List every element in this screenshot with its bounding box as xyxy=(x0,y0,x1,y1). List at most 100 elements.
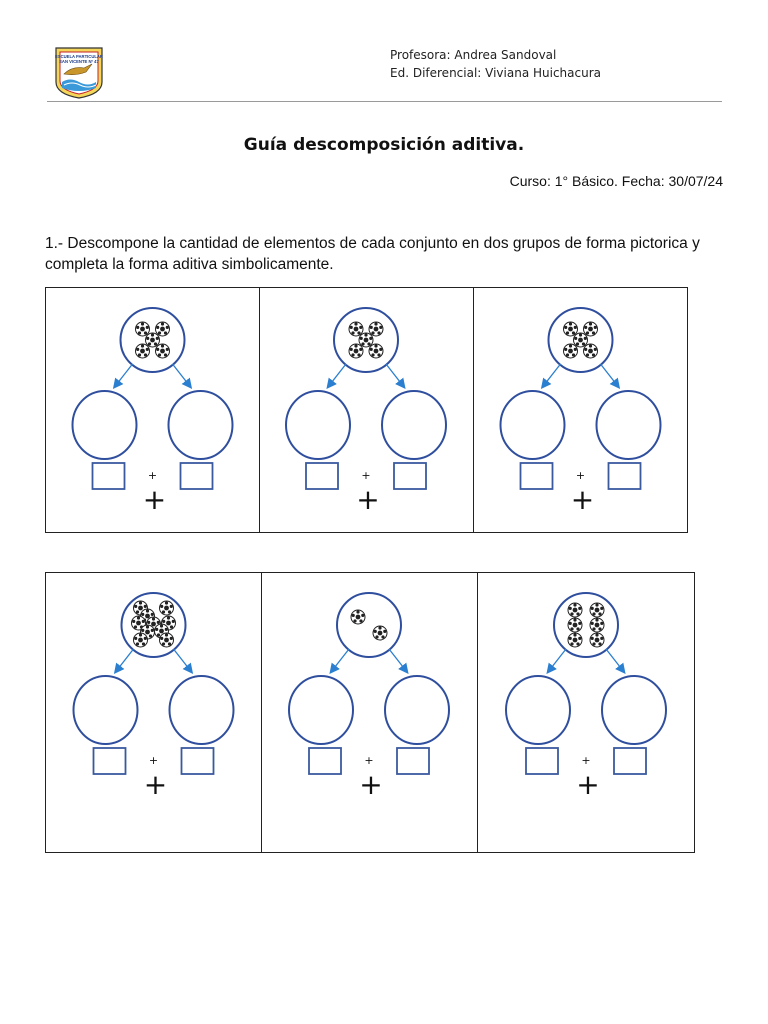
part-circle-right[interactable] xyxy=(168,675,235,745)
addend-box-right[interactable] xyxy=(393,462,428,490)
plus-sign-small: + xyxy=(148,469,157,482)
logo-line-1: ESCUELA PARTICULAR xyxy=(55,54,103,59)
plus-sign-large: + xyxy=(144,768,167,801)
soccer-ball-icon xyxy=(589,632,605,648)
part-circle-left[interactable] xyxy=(285,390,352,460)
addend-box-right[interactable] xyxy=(180,747,215,775)
special-ed-teacher: Ed. Diferencial: Viviana Huichacura xyxy=(390,66,601,80)
addend-box-right[interactable] xyxy=(612,747,647,775)
plus-sign-large: + xyxy=(570,483,593,516)
part-circle-right[interactable] xyxy=(167,390,234,460)
soccer-ball-icon xyxy=(567,632,583,648)
soccer-ball-icon xyxy=(582,321,598,337)
course-date: Curso: 1° Básico. Fecha: 30/07/24 xyxy=(509,173,723,189)
ball-set xyxy=(135,321,170,359)
soccer-ball-icon xyxy=(155,343,170,359)
exercise-cell: ++ xyxy=(474,288,687,532)
soccer-ball-icon xyxy=(572,332,588,348)
soccer-ball-icon xyxy=(131,615,146,631)
header-divider xyxy=(47,101,722,102)
plus-sign-large: + xyxy=(357,483,380,516)
ball-set xyxy=(348,321,384,359)
header-info: Profesora: Andrea Sandoval Ed. Diferenci… xyxy=(390,46,601,82)
decomposition-diagram: ++ xyxy=(71,307,234,516)
soccer-ball-icon xyxy=(368,321,384,337)
part-circle-left[interactable] xyxy=(504,675,571,745)
soccer-ball-icon xyxy=(589,617,605,633)
soccer-ball-icon xyxy=(159,632,174,648)
soccer-ball-icon xyxy=(135,321,150,337)
addend-box-left[interactable] xyxy=(92,747,127,775)
addend-box-left[interactable] xyxy=(305,462,340,490)
part-circle-left[interactable] xyxy=(499,390,566,460)
part-circle-left[interactable] xyxy=(288,675,355,745)
arrow-left xyxy=(113,648,135,675)
arrow-left xyxy=(326,363,347,390)
soccer-ball-icon xyxy=(567,617,583,633)
ball-set xyxy=(562,321,598,359)
plus-sign-large: + xyxy=(143,483,166,516)
exercise-cell: ++ xyxy=(478,573,694,852)
logo-line-2: SAN VICENTE Nº 47 xyxy=(59,59,99,64)
addend-box-left[interactable] xyxy=(519,462,554,490)
part-circle-left[interactable] xyxy=(71,390,138,460)
decomposition-diagram: ++ xyxy=(288,592,451,801)
exercise-table-row-2: ++ ++ ++ xyxy=(45,572,695,853)
soccer-ball-icon xyxy=(159,600,174,616)
soccer-ball-icon xyxy=(368,343,384,359)
soccer-ball-icon xyxy=(562,343,578,359)
addend-box-right[interactable] xyxy=(607,462,642,490)
soccer-ball-icon xyxy=(567,602,583,618)
school-crest-icon: ESCUELA PARTICULAR SAN VICENTE Nº 47 xyxy=(55,47,103,99)
teacher-name: Profesora: Andrea Sandoval xyxy=(390,48,557,62)
part-circle-right[interactable] xyxy=(595,390,662,460)
soccer-ball-icon xyxy=(589,602,605,618)
exercise-cell: ++ xyxy=(262,573,478,852)
part-circle-right[interactable] xyxy=(381,390,448,460)
plus-sign-small: + xyxy=(365,754,374,767)
plus-sign-large: + xyxy=(360,768,383,801)
arrow-right xyxy=(171,363,193,390)
instruction-text: 1.- Descompone la cantidad de elementos … xyxy=(45,235,700,273)
soccer-ball-icon xyxy=(145,332,160,348)
addend-box-left[interactable] xyxy=(524,747,559,775)
plus-sign-small: + xyxy=(576,469,585,482)
soccer-ball-icon xyxy=(358,332,374,348)
arrow-right xyxy=(385,363,406,390)
exercise-table-row-1: ++ ++ ++ xyxy=(45,287,688,533)
arrow-right xyxy=(605,648,626,675)
whole-set-circle xyxy=(552,592,619,658)
arrow-left xyxy=(540,363,561,390)
plus-sign-small: + xyxy=(581,754,590,767)
ball-set xyxy=(567,602,605,648)
exercise-cell: ++ xyxy=(260,288,474,532)
part-circle-right[interactable] xyxy=(384,675,451,745)
addend-box-right[interactable] xyxy=(396,747,431,775)
ball-set xyxy=(350,609,388,641)
arrow-left xyxy=(546,648,567,675)
plus-sign-large: + xyxy=(576,768,599,801)
decomposition-diagram: ++ xyxy=(285,307,448,516)
addend-box-left[interactable] xyxy=(91,462,126,490)
addend-box-left[interactable] xyxy=(308,747,343,775)
soccer-ball-icon xyxy=(582,343,598,359)
arrow-left xyxy=(329,648,350,675)
exercise-cell: ++ xyxy=(46,288,261,532)
arrow-right xyxy=(172,648,194,675)
soccer-ball-icon xyxy=(348,321,364,337)
soccer-ball-icon xyxy=(155,321,170,337)
decomposition-diagram: ++ xyxy=(499,307,662,516)
exercise-cell: ++ xyxy=(46,573,263,852)
part-circle-right[interactable] xyxy=(600,675,667,745)
soccer-ball-icon xyxy=(135,343,150,359)
soccer-ball-icon xyxy=(348,343,364,359)
decomposition-diagram: ++ xyxy=(72,592,235,801)
soccer-ball-icon xyxy=(562,321,578,337)
soccer-ball-icon xyxy=(372,625,388,641)
plus-sign-small: + xyxy=(362,469,371,482)
plus-sign-small: + xyxy=(149,754,158,767)
worksheet-title: Guía descomposición aditiva. xyxy=(243,135,525,155)
addend-box-right[interactable] xyxy=(179,462,214,490)
part-circle-left[interactable] xyxy=(72,675,139,745)
soccer-ball-icon xyxy=(133,632,148,648)
